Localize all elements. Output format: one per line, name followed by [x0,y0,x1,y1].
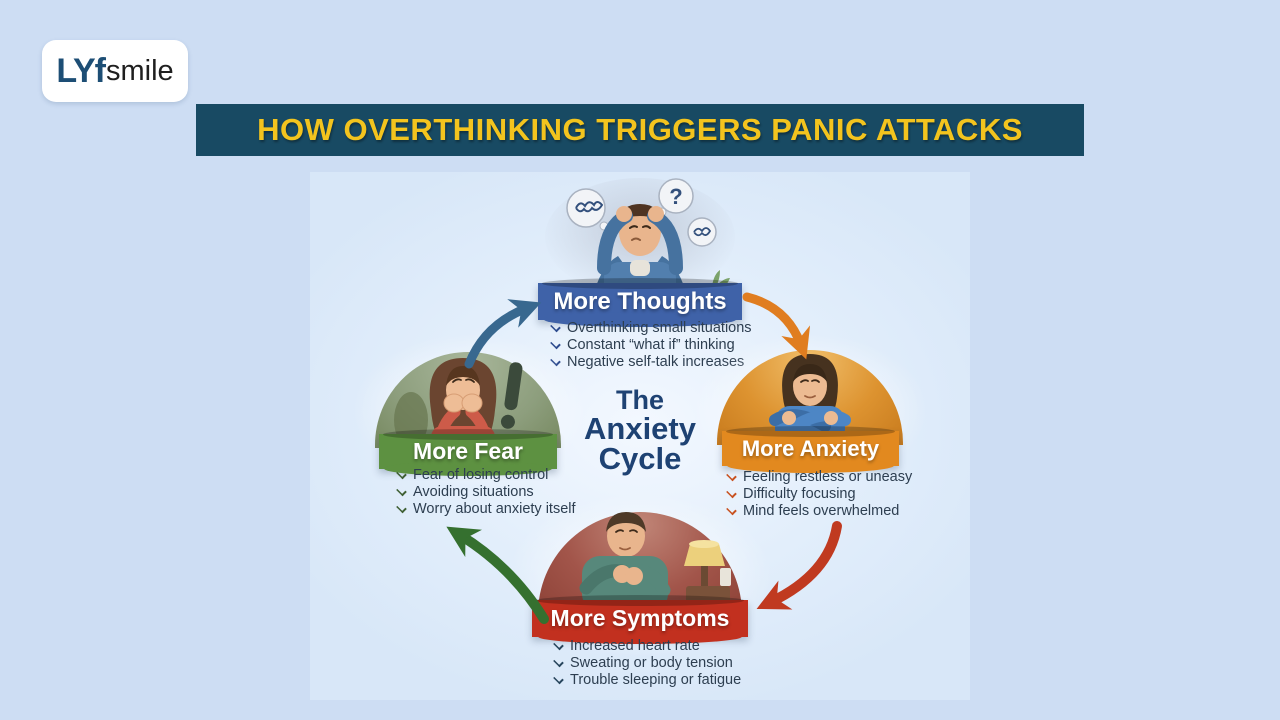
check-chevron-icon [396,502,407,514]
more-thoughts-ribbon: More Thoughts [538,278,742,327]
brand-logo-secondary-text: smile [105,54,174,87]
check-chevron-icon [553,656,564,668]
arrow-thoughts-to-anxiety-icon [742,292,811,360]
thought-bubble-question-icon: ? [657,178,694,217]
more-symptoms-bullets: Increased heart rate Sweating or body te… [553,639,741,688]
arrow-symptoms-to-fear-icon [446,526,549,624]
arrow-anxiety-to-symptoms-icon [756,521,842,610]
list-item: Sweating or body tension [553,656,741,671]
more-fear-bullets: Fear of losing control Avoiding situatio… [396,468,576,517]
list-item: Avoiding situations [396,485,576,500]
thought-bubble-tangle-icon [687,217,717,247]
more-fear-ribbon: More Fear [379,429,557,476]
check-chevron-icon [553,673,564,685]
cycle-title-line-3: Cycle [598,441,682,476]
list-item: Overthinking small situations [550,321,752,336]
more-symptoms-label: More Symptoms [550,605,730,631]
list-item: Trouble sleeping or fatigue [553,673,741,688]
list-item: Feeling restless or uneasy [726,470,912,485]
anxious-woman-illustration [769,354,851,444]
cycle-title-line-2: Anxiety [584,411,696,446]
check-chevron-icon [396,485,407,497]
more-thoughts-label: More Thoughts [553,287,727,315]
pill-bottle-icon [720,568,731,586]
list-item: Increased heart rate [553,639,741,654]
svg-text:?: ? [669,184,682,209]
list-item: Worry about anxiety itself [396,502,576,517]
check-chevron-icon [396,468,407,480]
list-item: Difficulty focusing [726,487,912,502]
cycle-center-title: The Anxiety Cycle [555,386,725,474]
page-title: HOW OVERTHINKING TRIGGERS PANIC ATTACKS [257,112,1023,147]
list-item: Mind feels overwhelmed [726,504,912,519]
brand-logo-primary-text: LYf [56,51,106,90]
cycle-title-line-1: The [615,385,664,415]
more-symptoms-ribbon: More Symptoms [532,595,748,644]
check-chevron-icon [553,639,564,651]
bedside-lamp-icon [684,540,730,612]
exclamation-mark-icon [500,362,523,429]
arrow-fear-to-thoughts-icon [464,299,542,369]
check-chevron-icon [726,470,737,482]
more-anxiety-ribbon: More Anxiety [722,426,899,473]
more-anxiety-bullets: Feeling restless or uneasy Difficulty fo… [726,470,912,519]
thought-bubble-scribble-icon [566,188,609,231]
list-item: Fear of losing control [396,468,576,483]
list-item: Constant “what if” thinking [550,338,752,353]
title-banner: HOW OVERTHINKING TRIGGERS PANIC ATTACKS [196,104,1084,156]
more-fear-label: More Fear [413,438,523,464]
man-clutching-chest-illustration [579,512,731,612]
more-anxiety-label: More Anxiety [741,435,880,461]
